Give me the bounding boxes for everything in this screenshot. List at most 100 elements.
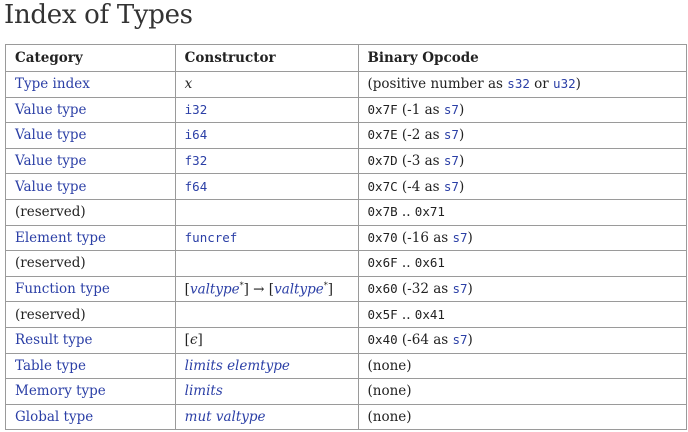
cell-text: (positive number as	[367, 76, 508, 93]
cell-text: (-16 as	[397, 229, 453, 246]
page-title: Index of Types	[4, 0, 193, 30]
types-table: Category Constructor Binary Opcode Type …	[5, 44, 688, 431]
code-link[interactable]: s7	[443, 178, 459, 194]
cell-text: )	[467, 332, 473, 349]
code-link[interactable]: s32	[507, 76, 530, 92]
cell-text: ]	[197, 332, 203, 349]
opcode-value: 0x7E	[367, 127, 398, 143]
table-row: Type index x(positive number as s32 or u3…	[5, 71, 688, 98]
opcode-cell: (none)	[357, 352, 688, 380]
cell-text: ] → [	[243, 281, 275, 298]
opcode-cell: (none)	[357, 403, 688, 431]
code-link[interactable]: s7	[443, 127, 459, 143]
cell-text: [	[184, 281, 190, 298]
opcode-cell: 0x60 (-32 as s7)	[357, 275, 688, 303]
category-cell: Value type	[5, 122, 176, 149]
opcode-value: 0x5F	[367, 306, 398, 322]
opcode-cell: 0x7B .. 0x71	[357, 198, 688, 226]
category-link[interactable]: Memory type	[15, 383, 106, 400]
cell-text: ..	[397, 204, 415, 221]
cell-text: (-1 as	[397, 101, 444, 118]
table-row: Result type[ϵ]0x40 (-64 as s7)	[5, 326, 688, 354]
constructor-cell: [valtype*] → [valtype*]	[174, 275, 359, 303]
opcode-cell: (positive number as s32 or u32)	[357, 71, 688, 98]
type-link[interactable]: limits	[184, 383, 223, 400]
cell-text: )	[467, 281, 473, 298]
opcode-value: 0x41	[414, 306, 445, 322]
opcode-value: 0x7F	[367, 101, 398, 117]
constructor-cell: i64	[174, 122, 359, 149]
code-link[interactable]: s7	[452, 332, 468, 348]
category-link[interactable]: Element type	[15, 229, 107, 246]
opcode-cell: 0x40 (-64 as s7)	[357, 326, 688, 354]
opcode-value: 0x7B	[367, 204, 398, 220]
superscript: *	[239, 280, 244, 290]
opcode-cell: 0x7D (-3 as s7)	[357, 147, 688, 175]
opcode-value: 0x60	[367, 281, 398, 297]
code-link[interactable]: s7	[443, 101, 459, 117]
type-link[interactable]: limits	[184, 357, 223, 374]
constructor-cell: x	[174, 71, 359, 98]
table-row: Table type limits elemtype (none)	[5, 352, 688, 380]
category-cell: Memory type	[5, 378, 176, 405]
table-row: (reserved) 0x7B .. 0x71	[5, 198, 688, 226]
category-link[interactable]: Type index	[15, 76, 90, 93]
header-row: Category Constructor Binary Opcode	[5, 44, 688, 72]
category-text: (reserved)	[15, 204, 86, 221]
code-link[interactable]: s7	[443, 153, 459, 169]
category-cell: Function type	[5, 275, 176, 303]
category-cell: Result type	[5, 326, 176, 354]
type-link[interactable]: valtype	[189, 281, 240, 298]
code-link[interactable]: s7	[452, 229, 468, 245]
code-link[interactable]: f64	[184, 178, 208, 194]
category-cell: Type index	[5, 71, 176, 98]
header-opcode: Binary Opcode	[357, 44, 688, 72]
code-link[interactable]: funcref	[184, 229, 238, 245]
category-link[interactable]: Table type	[15, 357, 86, 374]
category-link[interactable]: Value type	[15, 178, 87, 195]
category-text: (reserved)	[15, 306, 86, 323]
code-link[interactable]: u32	[553, 76, 576, 92]
category-cell: (reserved)	[5, 250, 176, 277]
category-cell: (reserved)	[5, 301, 176, 328]
category-cell: Value type	[5, 173, 176, 200]
table-row: Global type mut valtype (none)	[5, 403, 688, 431]
code-link[interactable]: i32	[184, 101, 208, 117]
category-link[interactable]: Value type	[15, 101, 87, 118]
category-cell: Value type	[5, 147, 176, 175]
category-link[interactable]: Global type	[15, 409, 94, 426]
cell-text: )	[458, 101, 465, 118]
category-link[interactable]: Value type	[15, 153, 87, 170]
category-cell: (reserved)	[5, 198, 176, 226]
opcode-value: 0x70	[367, 229, 398, 245]
table-row: Function type[valtype*] → [valtype*]0x60…	[5, 275, 688, 303]
type-link[interactable]: valtype	[215, 409, 266, 426]
constructor-cell: funcref	[174, 224, 359, 252]
cell-text: )	[458, 127, 465, 144]
cell-text: (none)	[367, 409, 412, 426]
type-link[interactable]: elemtype	[227, 357, 290, 374]
category-text: (reserved)	[15, 255, 86, 272]
opcode-value: 0x61	[414, 255, 445, 271]
code-link[interactable]: s7	[452, 281, 468, 297]
category-link[interactable]: Value type	[15, 127, 87, 144]
category-link[interactable]: Result type	[15, 332, 93, 349]
table-row: (reserved)0x5F .. 0x41	[5, 301, 688, 328]
category-cell: Element type	[5, 224, 176, 252]
code-link[interactable]: i64	[184, 127, 208, 143]
type-link[interactable]: mut	[184, 409, 212, 426]
type-link[interactable]: valtype	[274, 281, 324, 298]
opcode-value: 0x7D	[367, 153, 398, 169]
constructor-cell: i32	[174, 96, 359, 124]
constructor-cell: mut valtype	[174, 403, 359, 431]
constructor-cell: f64	[174, 173, 359, 200]
cell-text: (-32 as	[397, 281, 453, 298]
category-link[interactable]: Function type	[15, 281, 110, 298]
category-cell: Global type	[5, 403, 176, 431]
cell-text: (none)	[367, 383, 412, 400]
code-link[interactable]: f32	[184, 153, 208, 169]
constructor-cell	[174, 250, 359, 277]
